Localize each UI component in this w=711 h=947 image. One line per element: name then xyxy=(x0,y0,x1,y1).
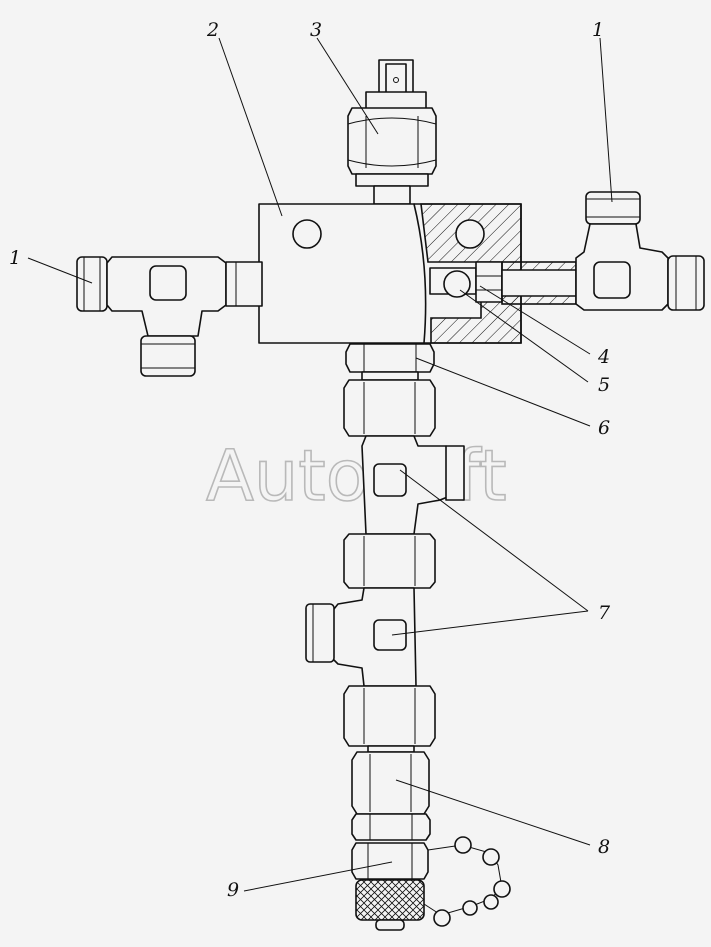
callout-5: 5 xyxy=(598,374,610,396)
callout-7: 7 xyxy=(598,602,611,624)
callout-8: 8 xyxy=(598,836,610,858)
leader-lines xyxy=(27,37,613,892)
part-1-left-tee xyxy=(76,256,263,377)
part-7-tee-lower xyxy=(305,587,417,687)
part-7-tee-upper xyxy=(361,435,465,535)
part-2-valve-body xyxy=(258,203,577,344)
hex-nut-upper xyxy=(343,379,436,437)
part-1-right-tee xyxy=(575,191,705,311)
part-8-nut xyxy=(351,751,431,841)
callout-4: 4 xyxy=(597,346,610,368)
part-4-seat xyxy=(475,261,503,303)
hex-nut-lower xyxy=(343,685,436,753)
callout-2: 2 xyxy=(206,19,219,41)
part-9-cap xyxy=(351,842,429,931)
callout-1-left: 1 xyxy=(9,247,21,269)
callout-1-right: 1 xyxy=(592,19,604,41)
callout-9: 9 xyxy=(227,879,239,901)
safety-chain xyxy=(423,836,511,927)
hex-nut-middle xyxy=(343,533,436,589)
part-3-top-valve xyxy=(347,59,437,205)
callout-6: 6 xyxy=(598,417,610,439)
callout-3: 3 xyxy=(310,19,322,41)
part-5-ball xyxy=(443,270,471,298)
part-6-nut xyxy=(345,343,435,381)
